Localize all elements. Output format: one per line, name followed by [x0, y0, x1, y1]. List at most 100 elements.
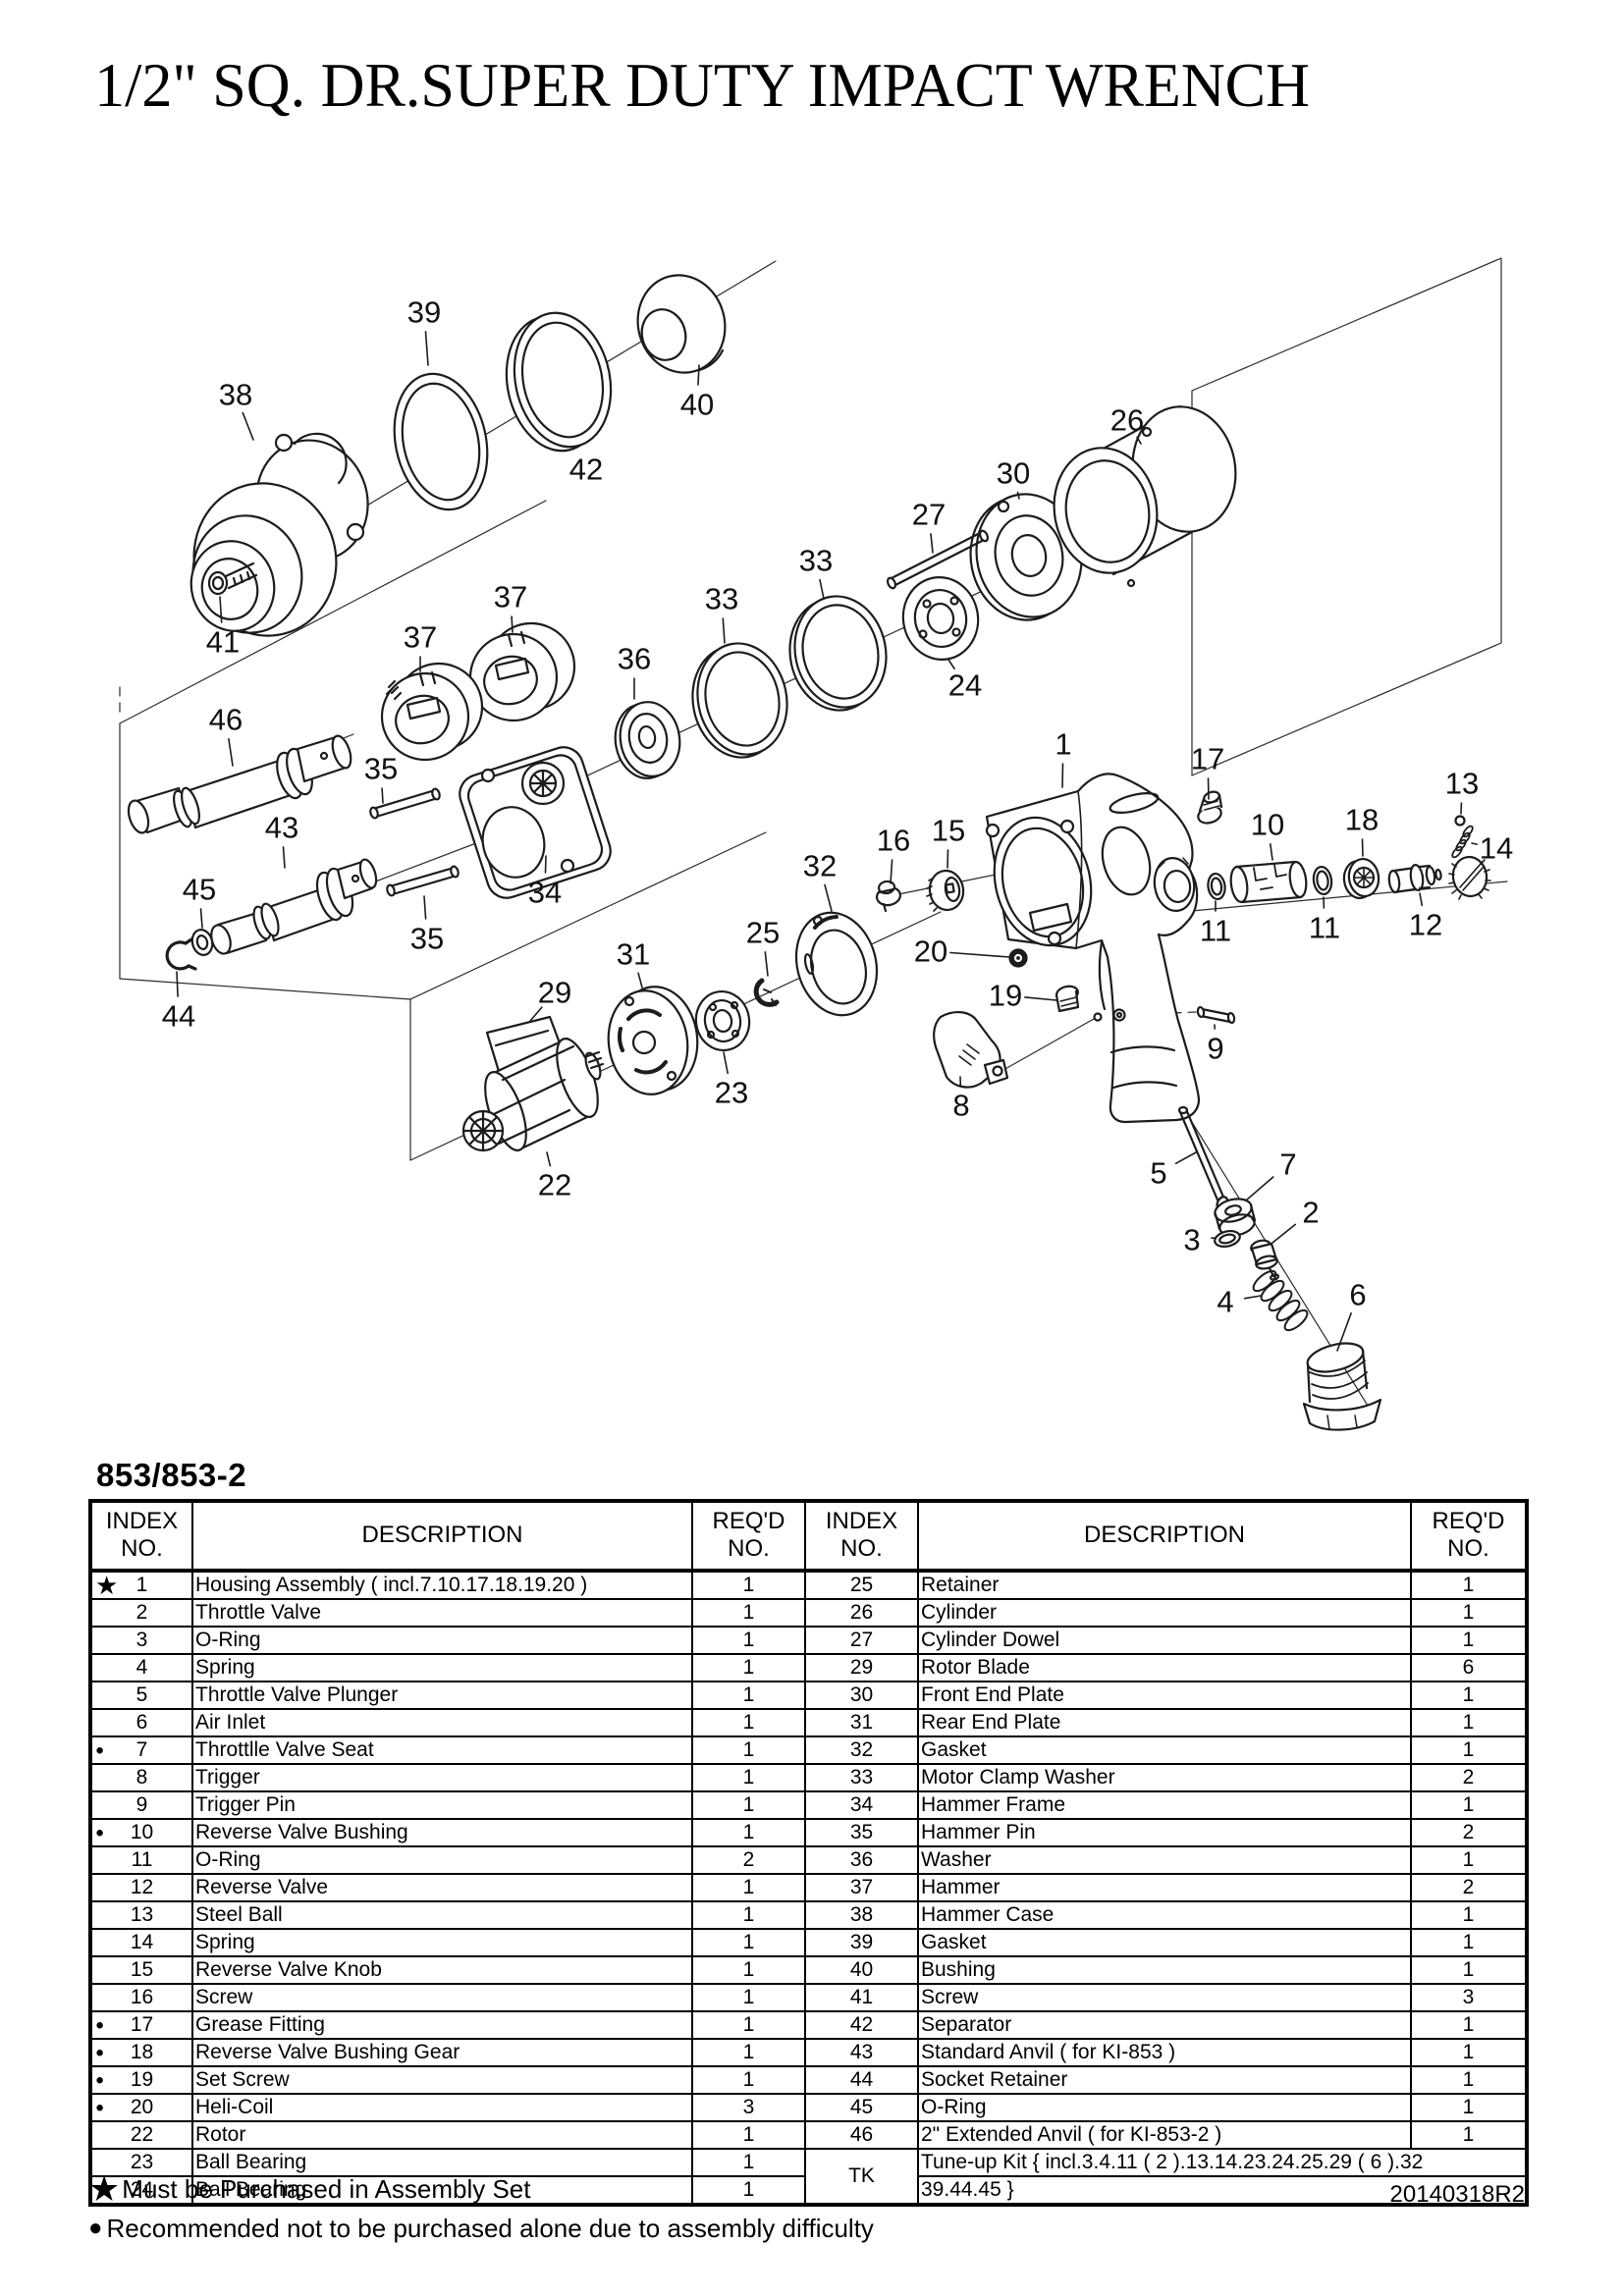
callout-leader-20 — [949, 951, 1010, 958]
index-cell: 46 — [804, 2119, 919, 2150]
index-cell: 3 — [89, 1625, 193, 1655]
callout-label-37: 37 — [494, 580, 527, 614]
callout-label-32: 32 — [803, 849, 837, 883]
qty-cell: 2 — [691, 1844, 806, 1875]
index-cell: 9 — [89, 1789, 193, 1820]
index-cell: 8 — [89, 1762, 193, 1792]
index-cell: 39 — [804, 1927, 919, 1957]
callout-label-26: 26 — [1110, 403, 1144, 438]
page-title: 1/2" SQ. DR.SUPER DUTY IMPACT WRENCH — [94, 50, 1310, 120]
callout-leader-10 — [1270, 842, 1273, 861]
callout-label-31: 31 — [617, 937, 650, 972]
index-cell: 4 — [89, 1652, 193, 1682]
model-number: 853/853-2 — [96, 1457, 247, 1493]
callout-label-36: 36 — [618, 642, 651, 676]
callout-leader-15 — [947, 849, 949, 869]
description-cell: Screw — [917, 1982, 1412, 2012]
description-cell: Trigger — [191, 1762, 693, 1792]
callout-label-1: 1 — [1055, 727, 1071, 762]
callout-leader-38 — [242, 411, 254, 441]
callout-label-29: 29 — [538, 976, 571, 1010]
description-cell: Gasket — [917, 1927, 1412, 1957]
index-cell: 6 — [89, 1707, 193, 1737]
callout-label-35: 35 — [364, 752, 398, 786]
callout-leader-4 — [1243, 1295, 1262, 1300]
index-cell: 32 — [804, 1735, 919, 1765]
callout-leader-12 — [1419, 892, 1424, 907]
index-cell: 31 — [804, 1707, 919, 1737]
part-gasket-39 — [393, 372, 489, 511]
qty-cell: 1 — [691, 1707, 806, 1737]
qty-cell: 1 — [691, 1652, 806, 1682]
qty-cell: 1 — [1410, 1844, 1528, 1875]
index-cell: 23 — [89, 2147, 193, 2177]
callout-label-30: 30 — [997, 456, 1030, 491]
description-cell: Hammer — [917, 1872, 1412, 1902]
qty-cell: 1 — [1410, 2037, 1528, 2067]
callout-leader-35 — [423, 895, 427, 920]
col-header-desc-left: DESCRIPTION — [191, 1500, 693, 1573]
footnote-assembly-difficulty: ● Recommended not to be purchased alone … — [88, 2209, 874, 2248]
index-cell: 30 — [804, 1680, 919, 1710]
callout-label-22: 22 — [538, 1168, 571, 1202]
callout-label-44: 44 — [162, 999, 195, 1034]
index-cell: 15 — [89, 1954, 193, 1985]
part-rear-end-plate-31 — [607, 986, 699, 1095]
part-hammer-case-38 — [189, 432, 369, 637]
callout-leader-34 — [544, 855, 547, 874]
index-cell: 25 — [804, 1569, 919, 1600]
index-cell: 35 — [804, 1817, 919, 1847]
index-cell: 24 — [89, 2174, 193, 2206]
part-standard-anvil-43 — [210, 858, 378, 955]
qty-cell: 1 — [691, 1789, 806, 1820]
index-cell: 14 — [89, 1927, 193, 1957]
description-cell: Spring — [191, 1652, 693, 1682]
callout-label-38: 38 — [219, 378, 252, 412]
col-header-reqd-right: REQ'D NO. — [1410, 1500, 1528, 1573]
part-throttle-valve-2 — [1250, 1239, 1280, 1281]
col-header-index-right: INDEX NO. — [804, 1500, 919, 1573]
qty-cell: 1 — [1410, 2092, 1528, 2122]
part-socket-retainer-44 — [165, 937, 197, 971]
dot-icon: ● — [95, 2071, 105, 2089]
part-trigger-pin-9 — [1196, 1005, 1236, 1025]
callout-label-11: 11 — [1200, 914, 1231, 948]
callout-label-10: 10 — [1251, 808, 1284, 842]
callout-label-6: 6 — [1349, 1278, 1366, 1312]
index-cell: 37 — [804, 1872, 919, 1902]
callout-leader-46 — [228, 737, 234, 767]
callout-label-33: 33 — [799, 544, 833, 578]
qty-cell: 1 — [691, 1625, 806, 1655]
qty-cell: 1 — [691, 2037, 806, 2067]
description-cell: Trigger Pin — [191, 1789, 693, 1820]
callout-leader-23 — [723, 1051, 730, 1075]
description-cell: Steel Ball — [191, 1899, 693, 1930]
index-cell: 10● — [89, 1817, 193, 1847]
description-cell: Throttlle Valve Seat — [191, 1735, 693, 1765]
callout-label-33: 33 — [705, 582, 738, 616]
qty-cell: 1 — [1410, 1899, 1528, 1930]
qty-cell: 1 — [691, 1954, 806, 1985]
index-cell: 13 — [89, 1899, 193, 1930]
description-cell: Reverse Valve Bushing Gear — [191, 2037, 693, 2067]
description-cell: Ball Bearing — [191, 2174, 693, 2206]
callout-label-9: 9 — [1207, 1032, 1223, 1066]
table-header-row: INDEX NO. DESCRIPTION REQ'D NO. INDEX NO… — [89, 1500, 1528, 1573]
callout-label-19: 19 — [989, 979, 1022, 1013]
index-cell: 16 — [89, 1982, 193, 2012]
qty-cell: 1 — [691, 2174, 806, 2206]
tune-up-kit-line1: Tune-up Kit { incl.3.4.11 ( 2 ).13.14.23… — [917, 2147, 1528, 2177]
callout-leader-7 — [1246, 1176, 1274, 1201]
qty-cell: 1 — [691, 1597, 806, 1628]
callout-leader-19 — [1024, 996, 1057, 1001]
callout-label-12: 12 — [1409, 908, 1442, 942]
guide-lines — [119, 257, 1508, 1415]
qty-cell: 1 — [1410, 1625, 1528, 1655]
